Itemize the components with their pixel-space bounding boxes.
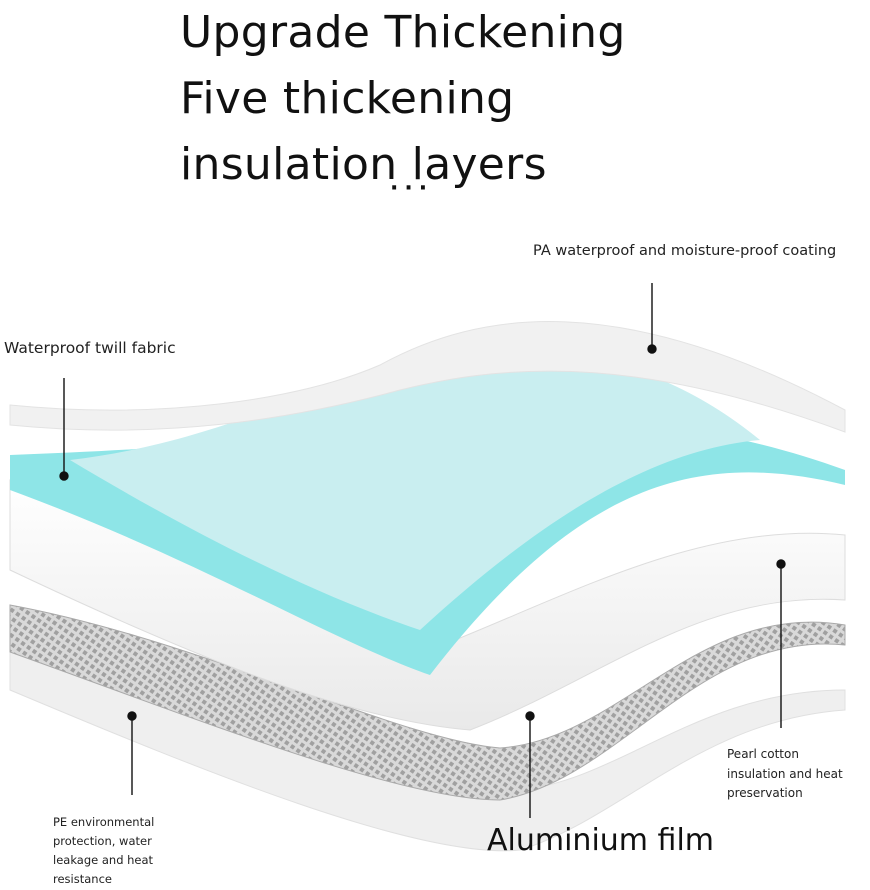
pe-leader-dot [127, 711, 137, 721]
decorative-dots: ··· [390, 176, 434, 201]
pa-leader-dot [647, 344, 657, 354]
label-twill-fabric: Waterproof twill fabric [4, 339, 176, 357]
headline: Upgrade Thickening Five thickening insul… [180, 0, 626, 198]
pearl-leader-dot [776, 559, 786, 569]
label-pa-coating: PA waterproof and moisture-proof coating [533, 243, 837, 259]
aluminium-leader-dot [525, 711, 535, 721]
leader-lines [59, 283, 786, 818]
pa-coating-layer [9, 321, 846, 433]
label-pearl-cotton: Pearl cotton insulation and heat preserv… [727, 747, 843, 800]
headline-line-3: insulation layers [180, 139, 547, 190]
aluminium-layer [9, 604, 846, 801]
twill-leader-dot [59, 471, 69, 481]
label-pe-protection: PE environmental protection, water leaka… [53, 815, 155, 886]
headline-line-1: Upgrade Thickening [180, 7, 626, 58]
headline-line-2: Five thickening [180, 73, 515, 124]
label-aluminium-film: Aluminium film [487, 823, 715, 858]
